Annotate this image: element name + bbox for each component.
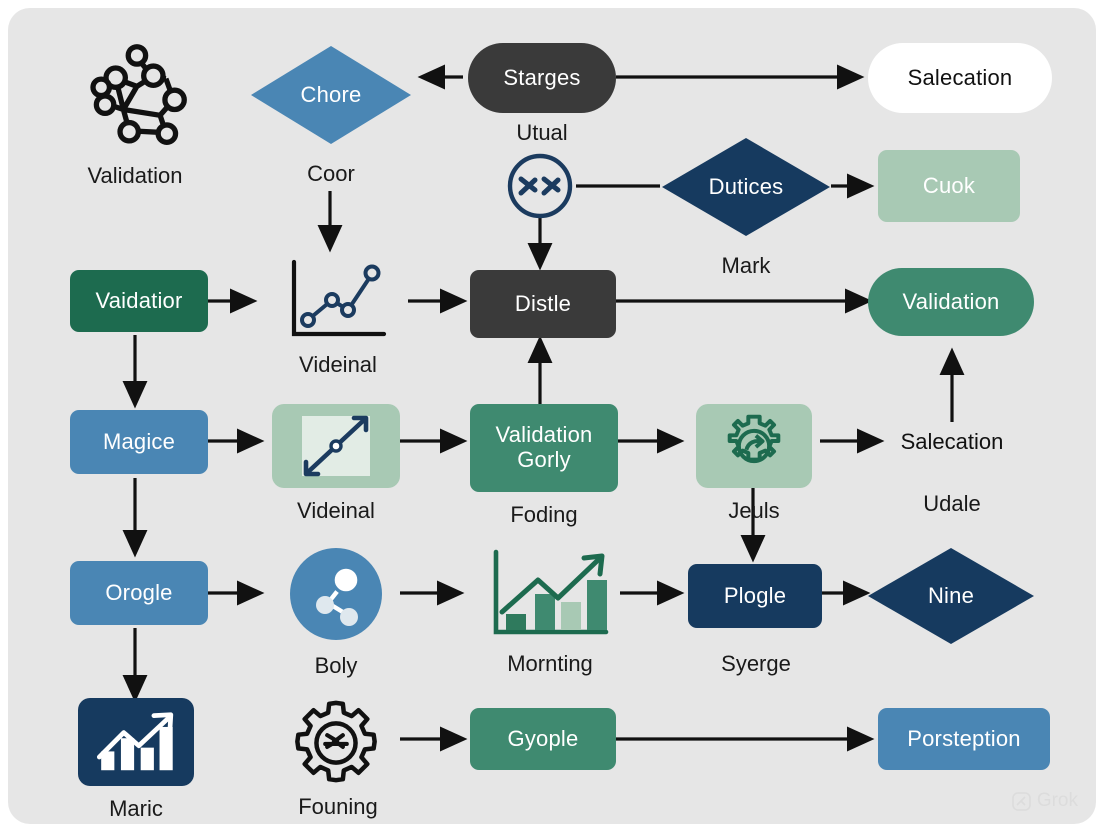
node-label-orogle: Orogle xyxy=(70,561,208,625)
caption-jeuls: Jeuls xyxy=(728,498,780,523)
scatter-square-icon xyxy=(272,404,400,488)
caption-maric: Maric xyxy=(109,796,163,821)
node-label-dutices: Dutices xyxy=(708,173,784,199)
node-label-porsteption: Porsteption xyxy=(878,708,1050,770)
node-salecation-text: Salecation xyxy=(900,429,1004,454)
diamond-shape-chore xyxy=(251,46,411,144)
grok-logo-icon xyxy=(1012,791,1031,811)
node-label-validation-gorly: Validation Gorly xyxy=(470,404,618,492)
node-vaidatior[interactable]: Vaidatior xyxy=(70,270,208,332)
node-label-magice: Magice xyxy=(70,410,208,474)
node-gyople[interactable]: Gyople xyxy=(470,708,616,770)
diagram-canvas: Validation Chore Coor Starges Utual Sale… xyxy=(8,8,1096,824)
node-magice[interactable]: Magice xyxy=(70,410,208,474)
caption-starges: Utual xyxy=(516,120,568,145)
node-label-distle: Distle xyxy=(470,270,616,338)
node-orogle[interactable]: Orogle xyxy=(70,561,208,625)
node-label-starges: Starges xyxy=(468,43,616,113)
node-validation-gorly[interactable]: Validation Gorly xyxy=(470,404,618,492)
node-salecation-top[interactable]: Salecation xyxy=(868,43,1052,113)
bar-arrow-card-icon xyxy=(78,698,194,786)
caption-chore: Coor xyxy=(307,161,355,186)
caption-plogle: Syerge xyxy=(721,651,791,676)
node-label-cuok: Cuok xyxy=(878,150,1020,222)
node-label-salecation-top: Salecation xyxy=(868,43,1052,113)
node-plogle[interactable]: Plogle xyxy=(688,564,822,628)
node-validation-pill[interactable]: Validation xyxy=(868,268,1034,336)
line-chart-icon xyxy=(286,256,390,344)
gear-arrow-icon xyxy=(696,404,812,488)
node-distle[interactable]: Distle xyxy=(470,270,616,338)
caption-founing: Founing xyxy=(298,794,378,819)
gear-currency-icon xyxy=(284,698,388,788)
caption-dutices: Mark xyxy=(721,253,771,278)
molecule-network-icon xyxy=(76,40,194,152)
caption-validation-icon: Validation xyxy=(87,163,183,188)
node-chore[interactable]: Chore xyxy=(248,43,414,147)
node-starges[interactable]: Starges xyxy=(468,43,616,113)
node-cuok[interactable]: Cuok xyxy=(878,150,1020,222)
node-label-validation-pill: Validation xyxy=(868,268,1034,336)
bar-growth-icon xyxy=(486,548,614,640)
node-label-nine: Nine xyxy=(927,582,975,608)
watermark: Grok xyxy=(1012,790,1078,812)
caption-mornting: Mornting xyxy=(507,651,593,676)
node-nine[interactable]: Nine xyxy=(866,546,1036,646)
caption-boly: Boly xyxy=(314,653,358,678)
network-circle-icon xyxy=(280,548,392,640)
caption-validation-gorly: Foding xyxy=(510,502,578,527)
diamond-shape-nine xyxy=(868,548,1034,644)
node-dutices[interactable]: Dutices xyxy=(660,136,832,238)
node-label-gyople: Gyople xyxy=(470,708,616,770)
scatter-circle-icon xyxy=(504,150,576,222)
caption-videinal-scatter: Videinal xyxy=(297,498,375,523)
caption-udale: Udale xyxy=(923,491,981,516)
caption-videinal-line: Videinal xyxy=(299,352,377,377)
diamond-shape-dutices xyxy=(662,138,830,236)
node-label-chore: Chore xyxy=(300,81,362,107)
watermark-label: Grok xyxy=(1036,790,1078,811)
node-porsteption[interactable]: Porsteption xyxy=(878,708,1050,770)
node-label-plogle: Plogle xyxy=(688,564,822,628)
node-label-vaidatior: Vaidatior xyxy=(70,270,208,332)
